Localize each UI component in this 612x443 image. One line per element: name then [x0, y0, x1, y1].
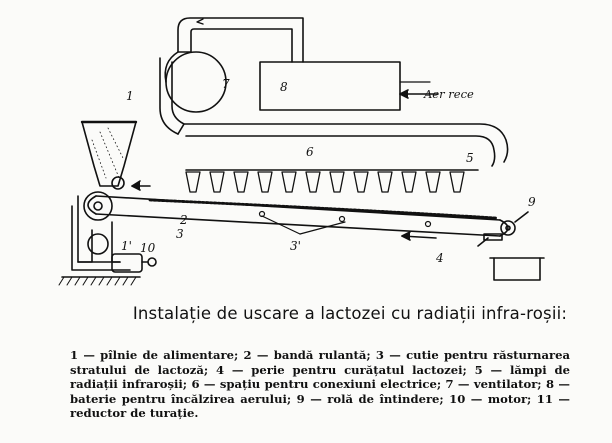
label-5: 5: [466, 151, 474, 165]
label-1: 1: [126, 89, 134, 103]
label-1-prime: 1': [121, 239, 132, 253]
conveyor-hood: [177, 123, 509, 171]
label-3: 3: [176, 227, 184, 241]
ground-hatch: [58, 276, 141, 286]
motor: [111, 253, 157, 273]
figure-title: Instalație de uscare a lactozei cu radia…: [132, 304, 568, 323]
label-4: 4: [435, 251, 444, 265]
label-aer-rece: Aer rece: [423, 87, 474, 101]
label-8: 8: [280, 80, 288, 94]
air-duct: [159, 17, 304, 135]
label-2: 2: [179, 213, 188, 227]
heater-battery: [259, 61, 401, 111]
label-10: 10: [140, 241, 156, 255]
figure-legend: 1 — pîlnie de alimentare; 2 — bandă rula…: [70, 348, 570, 421]
fan: [164, 51, 227, 113]
collection-tray: [489, 257, 545, 281]
label-9: 9: [528, 195, 536, 209]
cleaning-brush: [477, 233, 503, 247]
infrared-lamps: [185, 171, 465, 193]
cold-air-arrow: [399, 81, 439, 99]
turning-boxes: [258, 210, 432, 235]
label-3-prime: 3': [290, 239, 301, 253]
drive-frame: [71, 191, 131, 271]
conveyor-belt: [87, 180, 509, 241]
tension-roller: [500, 211, 529, 236]
label-7: 7: [222, 77, 230, 91]
drying-installation-diagram: 1 1' 2 3 3' 4 5 6 7 8 9 10 Aer rece: [58, 17, 545, 286]
feed-hopper: [80, 120, 138, 190]
label-6: 6: [306, 145, 314, 159]
